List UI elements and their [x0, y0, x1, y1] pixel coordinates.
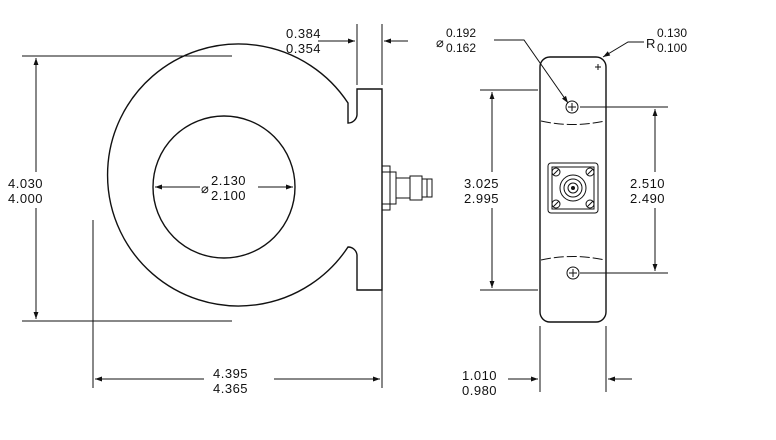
center-bore — [152, 115, 296, 259]
front-width-min: 4.365 — [213, 381, 248, 396]
front-height-max: 4.030 — [8, 176, 43, 191]
mounting-hole-bottom — [566, 266, 580, 280]
side-width-min: 0.980 — [462, 383, 497, 398]
bore-diameter-min: 2.100 — [211, 188, 246, 203]
bnc-connector — [381, 165, 433, 211]
ring-body-outline — [106, 43, 383, 307]
side-body-outline — [539, 56, 607, 323]
flange-thickness-max: 0.384 — [286, 26, 321, 41]
hole-diameter-symbol: ⌀ — [436, 35, 444, 50]
hole-diameter-min: 0.162 — [446, 41, 476, 55]
front-height-min: 4.000 — [8, 191, 43, 206]
front-view: 4.030 4.000 4.395 4.365 ⌀ 2.130 2.100 0.… — [8, 24, 433, 396]
flange-thickness-min: 0.354 — [286, 41, 321, 56]
connector-flange-face — [547, 162, 599, 214]
radius-min: 0.100 — [657, 41, 687, 55]
side-width-max: 1.010 — [462, 368, 497, 383]
left-span-min: 2.995 — [464, 191, 499, 206]
left-span-max: 3.025 — [464, 176, 499, 191]
bore-diameter-max: 2.130 — [211, 173, 246, 188]
right-span-max: 2.510 — [630, 176, 665, 191]
side-view: ⌀ 0.192 0.162 R 0.130 0.100 3.025 2.995 … — [436, 26, 687, 398]
mounting-hole-top — [565, 100, 579, 114]
radius-symbol: R — [646, 36, 656, 51]
right-span-min: 2.490 — [630, 191, 665, 206]
radius-max: 0.130 — [657, 26, 687, 40]
hole-diameter-max: 0.192 — [446, 26, 476, 40]
front-width-max: 4.395 — [213, 366, 248, 381]
bore-diameter-symbol: ⌀ — [201, 181, 209, 196]
